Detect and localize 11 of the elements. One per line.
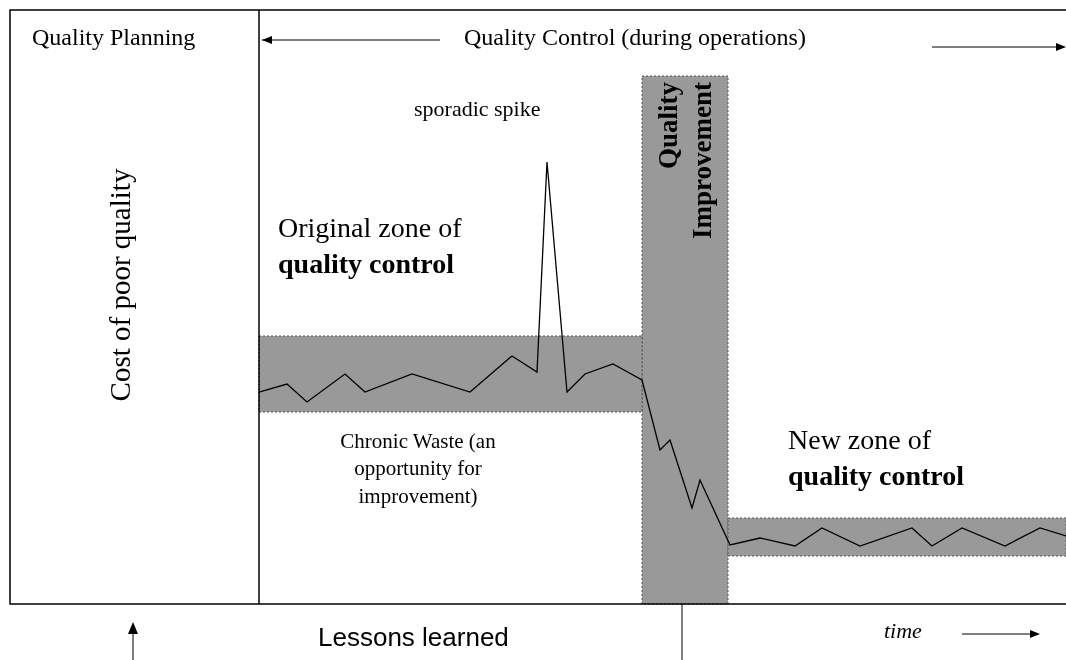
zone-label: New zone of quality control bbox=[788, 423, 966, 494]
zone-label: Original zone of quality control bbox=[278, 211, 463, 282]
band-label: Quality Improvement bbox=[652, 82, 718, 241]
improvement-band bbox=[641, 75, 729, 605]
annotation-text: Chronic Waste (an opportunity for improvement) bbox=[339, 428, 497, 510]
axis-title: Cost of poor quality bbox=[103, 168, 137, 402]
section-heading: Quality Control (during operations) bbox=[464, 24, 806, 51]
annotation-text: Lessons learned bbox=[318, 622, 509, 653]
section-heading: Quality Planning bbox=[32, 24, 196, 51]
annotation-text: sporadic spike bbox=[414, 96, 541, 122]
axis-label: time bbox=[884, 618, 922, 644]
